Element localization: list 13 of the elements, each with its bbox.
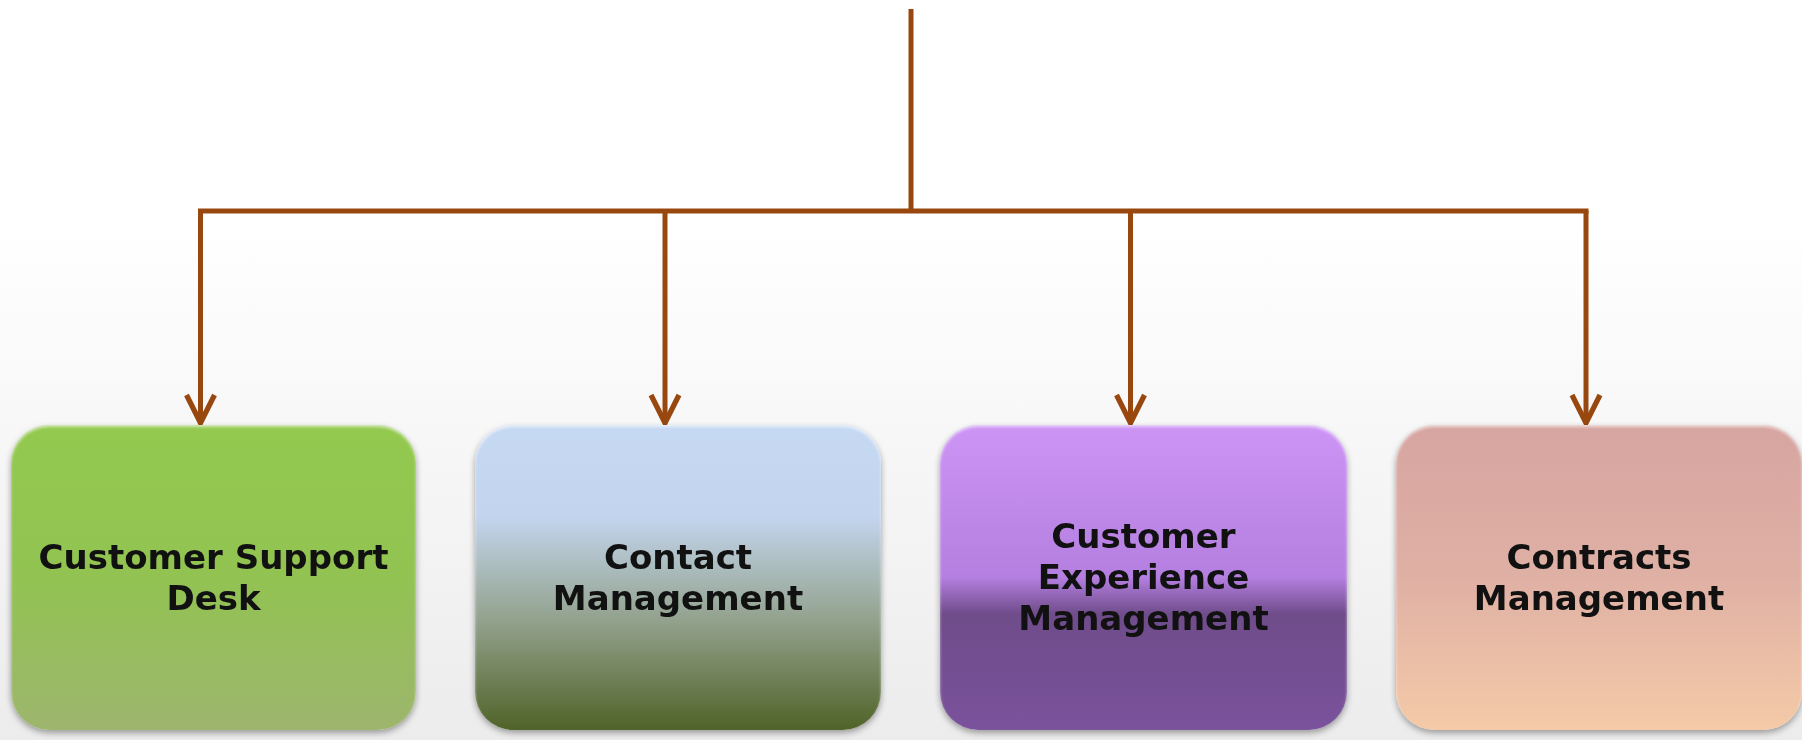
- box-label: Contracts Management: [1472, 536, 1726, 619]
- arrow: [183, 211, 218, 426]
- process-box: [1396, 425, 1802, 730]
- box-label: Contact Management: [551, 536, 805, 619]
- process-box: [11, 425, 416, 730]
- connector-line: [195, 6, 1591, 214]
- box-label: Customer Support Desk: [37, 536, 390, 619]
- process-box: [475, 425, 881, 730]
- box-label: Customer Experience Management: [1017, 516, 1270, 639]
- arrow: [1113, 211, 1148, 426]
- arrow: [648, 211, 682, 426]
- process-box: [940, 425, 1347, 730]
- arrow: [1569, 211, 1603, 426]
